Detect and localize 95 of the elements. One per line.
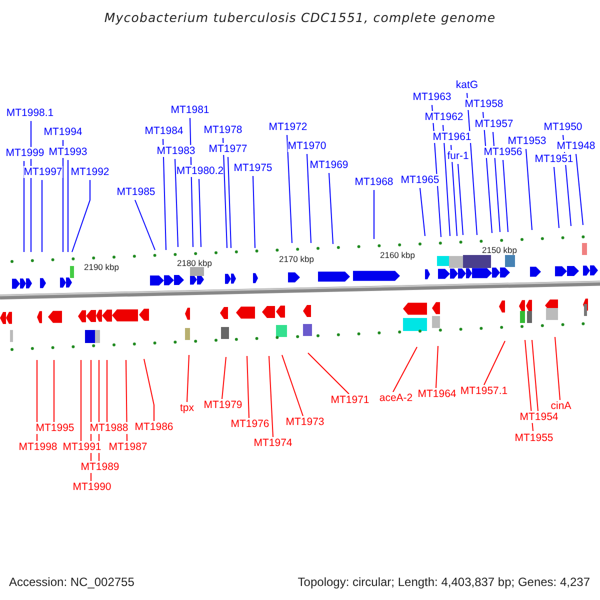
gene-label: aceA-2 (379, 392, 413, 404)
leader-line (502, 160, 508, 232)
leader-line (106, 360, 108, 422)
gene-label: MT1978 (204, 124, 242, 136)
gene-label: MT1965 (400, 174, 440, 186)
gene-label: MT1987 (108, 441, 148, 453)
gene-label: MT1990 (72, 481, 112, 493)
leader-line (526, 148, 532, 230)
leader-line (72, 180, 90, 252)
leader-line (134, 200, 156, 250)
gene-label: MT1948 (556, 140, 596, 152)
leader-line (554, 336, 560, 400)
gene-label: MT1992 (70, 166, 110, 178)
leader-line (282, 354, 304, 416)
gene-label: MT1980.2 (176, 165, 224, 177)
gene-label: fur-1 (447, 150, 469, 162)
leader-line (458, 164, 464, 236)
leader-line (392, 346, 418, 392)
leader-line (228, 156, 232, 248)
position-label: 2170 kbp (279, 253, 314, 266)
accession-label: Accession: NC_002755 (9, 575, 134, 589)
gene-label: MT1991 (62, 441, 102, 453)
gene-label: MT1969 (310, 159, 348, 171)
leader-line (62, 140, 64, 252)
position-label: 2190 kbp (84, 261, 119, 274)
gene-label: MT1989 (80, 461, 120, 473)
gene-label: MT1964 (418, 388, 456, 400)
leader-line (252, 176, 256, 248)
leader-line (286, 134, 292, 244)
gene-label: MT1983 (156, 145, 196, 157)
gene-label: MT1961 (432, 131, 472, 143)
leader-line (328, 172, 334, 244)
gene-label: MT1950 (544, 121, 582, 133)
gene-label: MT1975 (234, 162, 272, 174)
gene-label: MT1976 (230, 418, 270, 430)
gene-label: katG (456, 79, 478, 91)
gene-label: MT1995 (36, 422, 74, 434)
gene-label: MT1955 (514, 432, 554, 444)
position-label: 2160 kbp (380, 249, 415, 262)
leader-line (222, 138, 228, 248)
gene-label: MT1972 (268, 121, 308, 133)
leader-line (198, 178, 202, 248)
gene-label: MT1985 (116, 186, 156, 198)
leader-line (436, 346, 438, 388)
leader-line (442, 124, 450, 236)
genome-stats-label: Topology: circular; Length: 4,403,837 bp; Genes: 4,237 (298, 575, 590, 589)
map-title: Mycobacterium tuberculosis CDC1551, complete genome (103, 11, 497, 25)
gene-label: MT1977 (208, 143, 248, 155)
leader-line (308, 352, 350, 394)
leader-line (162, 138, 166, 250)
leader-line (484, 340, 506, 386)
gene-label: MT1951 (534, 153, 574, 165)
gene-label: MT1957 (474, 118, 514, 130)
gene-label: MT1953 (508, 135, 546, 147)
leader-line (246, 356, 250, 418)
position-label: 2180 kbp (177, 257, 212, 270)
gene-label: MT1986 (134, 421, 174, 433)
gene-label: MT1999 (6, 147, 44, 159)
leader-line (174, 158, 178, 248)
leader-line (306, 154, 312, 244)
leader-line (576, 154, 584, 226)
gene-label: MT1984 (144, 125, 184, 137)
leader-line (268, 356, 274, 438)
gene-label: MT1997 (24, 166, 62, 178)
gene-label: MT1994 (44, 126, 82, 138)
gene-label: MT1956 (484, 146, 522, 158)
gene-label: MT1971 (330, 394, 370, 406)
leader-line (222, 356, 226, 400)
gene-label: MT1957.1 (460, 385, 508, 397)
gene-label: MT1968 (354, 176, 394, 188)
leader-line (532, 340, 538, 412)
gene-label: MT1979 (204, 399, 242, 411)
gene-label: tpx (180, 402, 194, 414)
gene-label: MT1958 (464, 98, 504, 110)
leader-line (492, 132, 500, 232)
leader-line (554, 166, 560, 228)
leader-line (450, 144, 458, 236)
leader-line (420, 188, 426, 236)
gene-label: cinA (550, 400, 572, 412)
leader-line (80, 360, 82, 442)
gene-label: MT1974 (254, 437, 292, 449)
position-label: 2150 kbp (482, 244, 517, 257)
gene-label: MT1963 (412, 91, 452, 103)
gene-label: MT1962 (424, 111, 464, 123)
gene-label: MT1993 (48, 146, 88, 158)
leader-line (524, 340, 534, 432)
gene-label: MT1988 (90, 422, 128, 434)
gene-label: MT1998 (18, 441, 58, 453)
gene-label: MT1973 (286, 416, 324, 428)
gene-label: MT1998.1 (6, 107, 54, 119)
gene-label: MT1970 (288, 140, 326, 152)
gene-label: MT1981 (170, 104, 210, 116)
gene-label: MT1954 (520, 411, 558, 423)
leader-line (186, 354, 190, 402)
leader-line (144, 358, 154, 422)
